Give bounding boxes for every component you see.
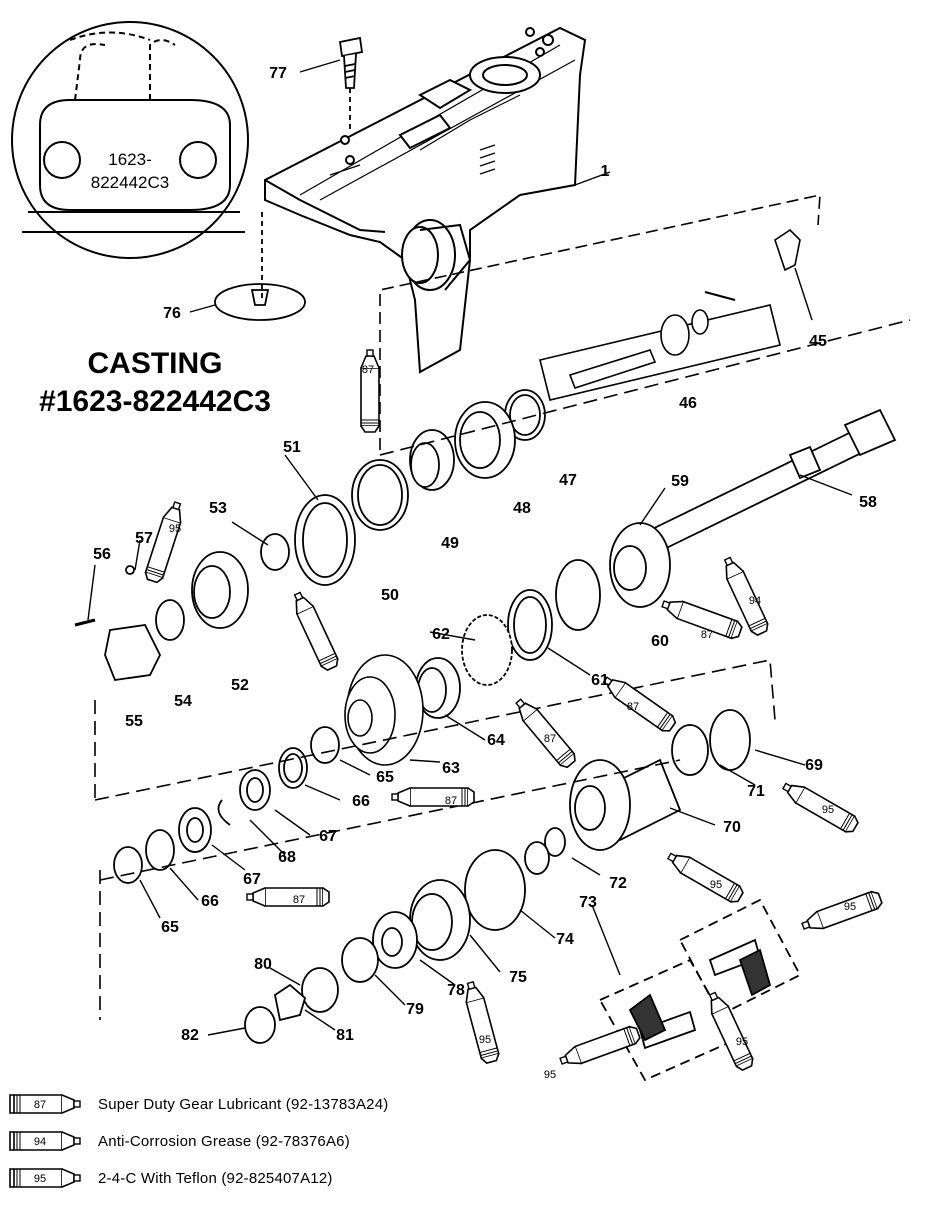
callout-label-69: 69 <box>805 757 823 774</box>
callout-label-56: 56 <box>93 546 111 563</box>
callout-label-73: 73 <box>579 894 597 911</box>
callout-label-45: 45 <box>809 333 827 350</box>
callout-label-54: 54 <box>174 693 192 710</box>
callout-label-61: 61 <box>591 672 609 689</box>
callout-label-57: 57 <box>135 530 153 547</box>
bearing-stack-47-51 <box>294 389 546 586</box>
callout-label-50: 50 <box>381 587 399 604</box>
callout-label-76: 76 <box>163 305 181 322</box>
callout-label-66: 66 <box>352 793 370 810</box>
callout-label-64: 64 <box>487 732 505 749</box>
legend-code-87: 87 <box>34 1099 46 1111</box>
callout-label-71: 71 <box>747 783 765 800</box>
callout-label-87: 87 <box>293 894 305 906</box>
callout-label-77: 77 <box>269 65 287 82</box>
gear-housing-part-1 <box>264 26 587 374</box>
reverse-group-65-72 <box>113 709 751 884</box>
legend-text-87: Super Duty Gear Lubricant (92-13783A24) <box>98 1096 389 1113</box>
callout-label-87: 87 <box>445 795 457 807</box>
callout-label-75: 75 <box>509 969 527 986</box>
callout-label-95: 95 <box>844 901 856 913</box>
callout-label-55: 55 <box>125 713 143 730</box>
callout-label-58: 58 <box>859 494 877 511</box>
callout-label-95: 95 <box>822 804 834 816</box>
callout-label-95: 95 <box>544 1069 556 1081</box>
casting-inset-detail <box>11 21 249 259</box>
callout-label-51: 51 <box>283 439 301 456</box>
lubricant-tube-icon: 95 <box>9 1168 81 1188</box>
callout-label-87: 87 <box>627 701 639 713</box>
anode-part-76 <box>214 210 306 321</box>
callout-label-63: 63 <box>442 760 460 777</box>
callout-label-79: 79 <box>406 1001 424 1018</box>
callout-label-53: 53 <box>209 500 227 517</box>
legend-row-94: 94 Anti-Corrosion Grease (92-78376A6) <box>8 1125 608 1162</box>
callout-leaders <box>87 59 853 1036</box>
casting-title-line1: CASTING <box>87 347 223 380</box>
casting-title: CASTING #1623-822442C3 <box>20 345 290 421</box>
callout-label-81: 81 <box>336 1027 354 1044</box>
callout-label-65: 65 <box>376 769 394 786</box>
callout-label-87: 87 <box>701 629 713 641</box>
bolt-part-77 <box>338 36 364 130</box>
pinion-shaft-group-46 <box>379 193 821 450</box>
callout-label-65: 65 <box>161 919 179 936</box>
callout-label-94: 94 <box>749 595 761 607</box>
lubricant-legend: 87 Super Duty Gear Lubricant (92-13783A2… <box>8 1088 608 1199</box>
lubricant-tube-icon: 94 <box>9 1131 81 1151</box>
callout-label-87: 87 <box>362 364 374 376</box>
legend-row-87: 87 Super Duty Gear Lubricant (92-13783A2… <box>8 1088 608 1125</box>
legend-code-95: 95 <box>34 1173 46 1185</box>
callout-label-67: 67 <box>319 828 337 845</box>
callout-label-82: 82 <box>181 1027 199 1044</box>
casting-title-line2: #1623-822442C3 <box>39 385 271 418</box>
lubricant-tube-icon: 87 <box>9 1094 81 1114</box>
callout-label-70: 70 <box>723 819 741 836</box>
shift-group-73-82 <box>244 849 802 1082</box>
callout-label-78: 78 <box>447 982 465 999</box>
callout-label-95: 95 <box>736 1036 748 1048</box>
callout-label-47: 47 <box>559 472 577 489</box>
callout-label-67: 67 <box>243 871 261 888</box>
callout-label-1: 1 <box>601 163 610 180</box>
callout-label-62: 62 <box>432 626 450 643</box>
legend-text-94: Anti-Corrosion Grease (92-78376A6) <box>98 1133 350 1150</box>
callout-label-66: 66 <box>201 893 219 910</box>
callout-label-60: 60 <box>651 633 669 650</box>
callout-label-80: 80 <box>254 956 272 973</box>
callout-label-95: 95 <box>479 1034 491 1046</box>
inset-label-line2: 822442C3 <box>91 173 169 192</box>
callout-label-49: 49 <box>441 535 459 552</box>
legend-code-94: 94 <box>34 1136 46 1148</box>
inset-label-line1: 1623- <box>108 150 151 169</box>
callout-label-87: 87 <box>544 733 556 745</box>
assembly-leaders <box>94 319 911 1020</box>
callout-label-46: 46 <box>679 395 697 412</box>
callout-label-95: 95 <box>710 879 722 891</box>
callout-label-95: 95 <box>169 523 181 535</box>
forward-gear-group-52-57 <box>74 533 290 681</box>
bearing-rings-60-64 <box>415 559 601 719</box>
callout-label-68: 68 <box>278 849 296 866</box>
callout-label-59: 59 <box>671 473 689 490</box>
propeller-shaft-part-58 <box>609 408 897 608</box>
callout-label-72: 72 <box>609 875 627 892</box>
callout-label-74: 74 <box>556 931 574 948</box>
reverse-gear-part-63 <box>344 654 424 766</box>
callout-label-52: 52 <box>231 677 249 694</box>
callout-labels: 77 1 76 45 46 87 47 48 49 50 51 53 57 95 56 52 54 55 59 58 9… <box>93 65 877 1081</box>
legend-text-95: 2-4-C With Teflon (92-825407A12) <box>98 1170 333 1187</box>
legend-row-95: 95 2-4-C With Teflon (92-825407A12) <box>8 1162 608 1199</box>
callout-label-48: 48 <box>513 500 531 517</box>
